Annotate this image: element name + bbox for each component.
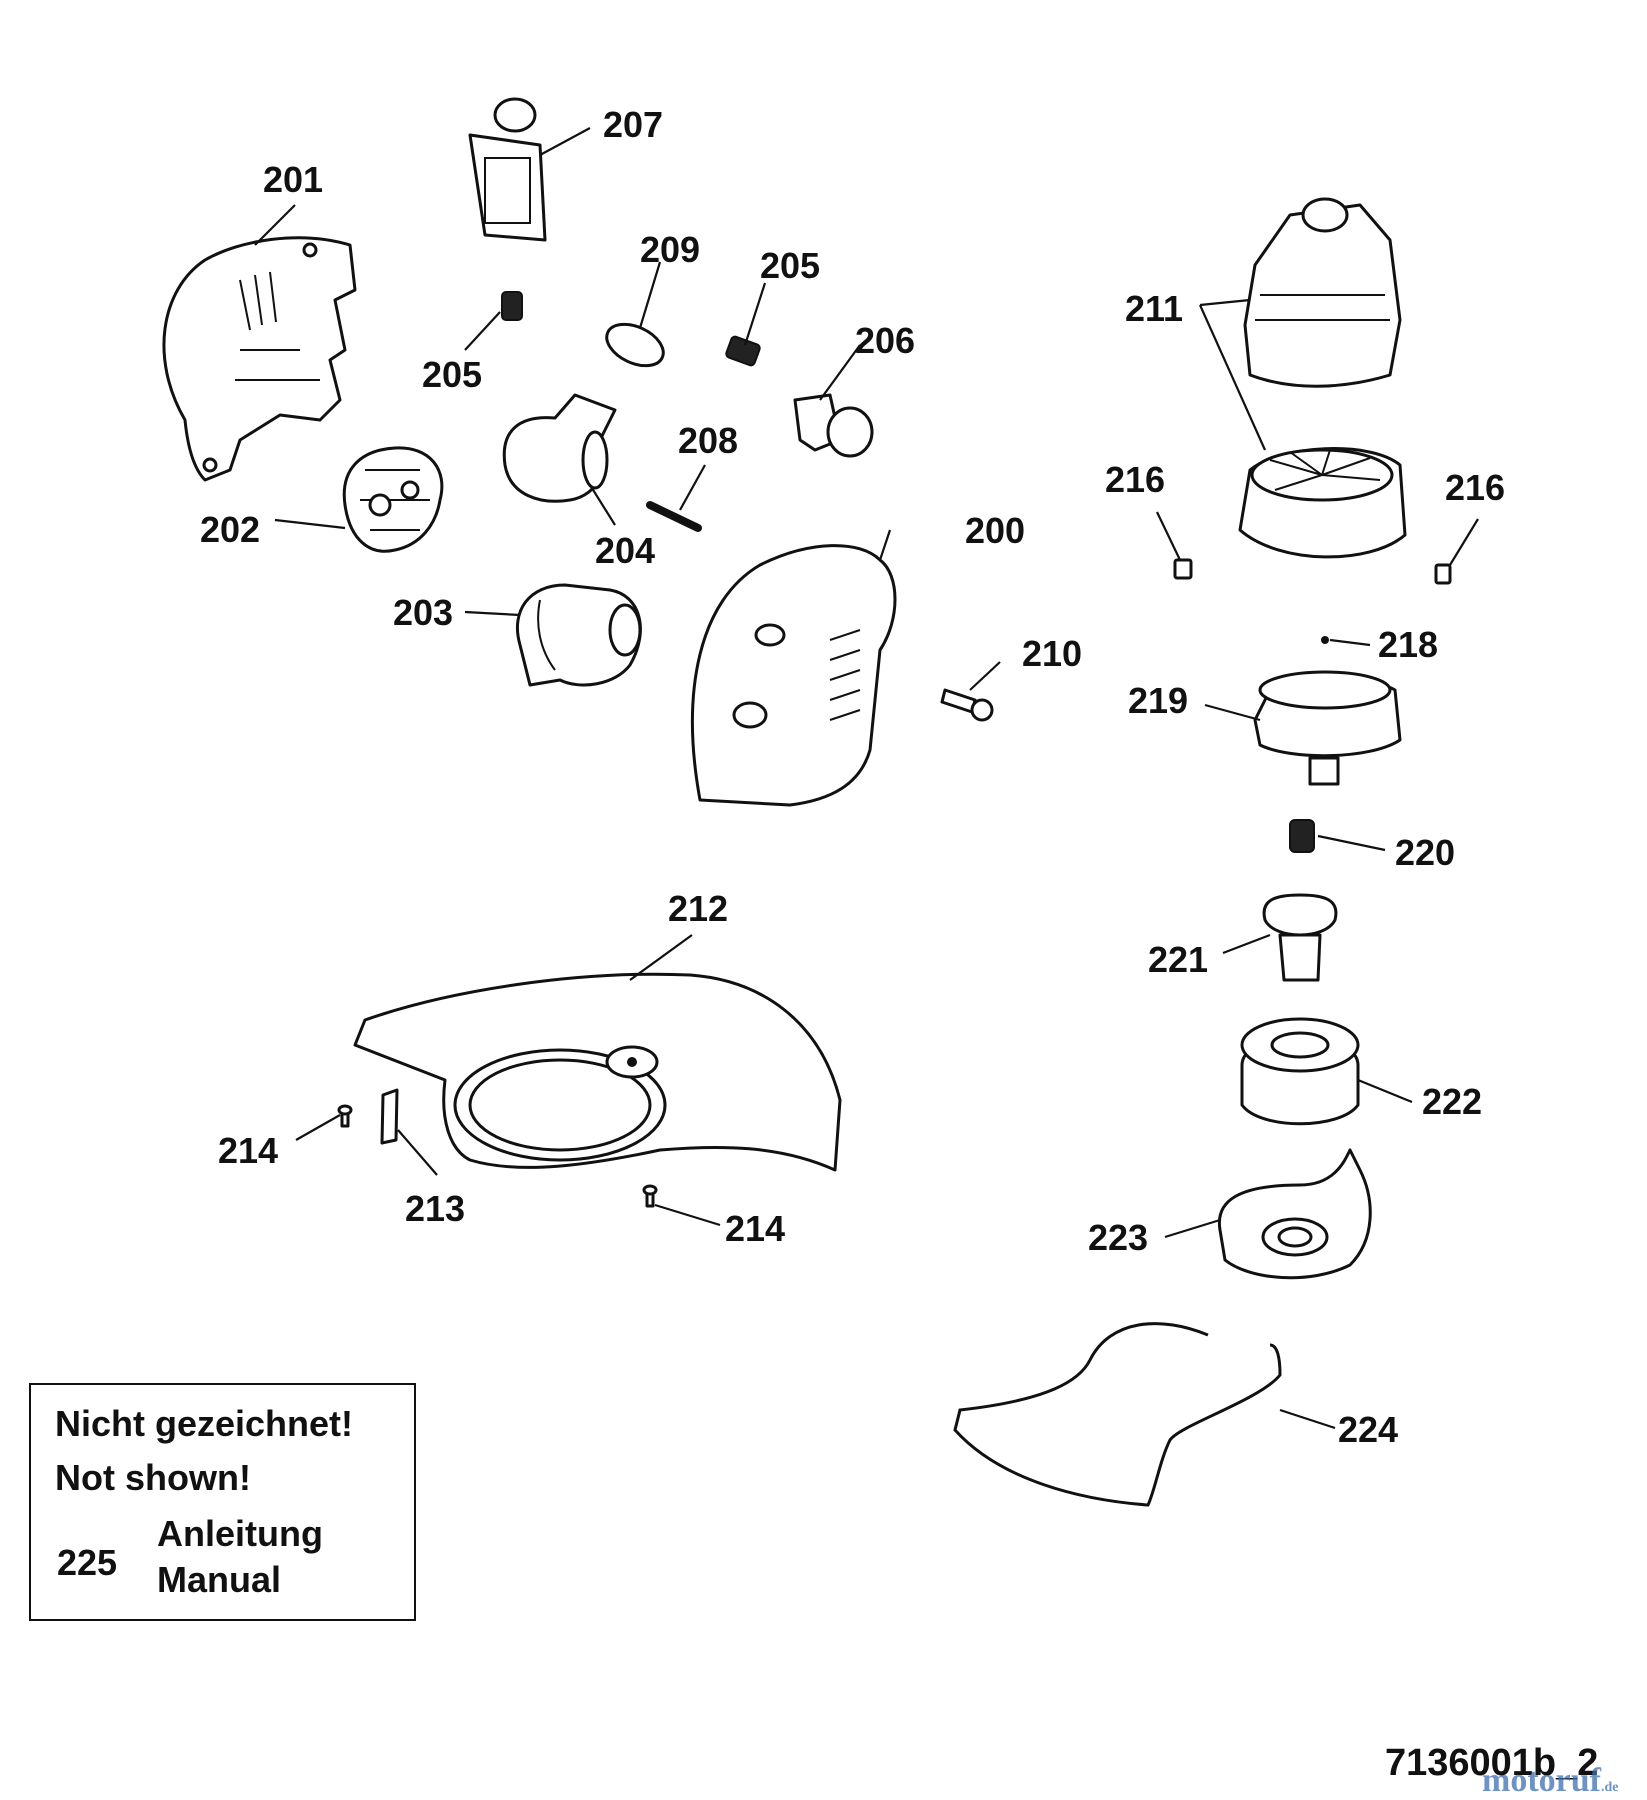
label-204: 204 (595, 530, 655, 571)
label-206: 206 (855, 320, 915, 361)
part-209-cap (605, 322, 665, 368)
label-213: 213 (405, 1188, 465, 1229)
label-200: 200 (965, 510, 1025, 551)
label-224: 224 (1338, 1409, 1398, 1450)
drawing-reference-code: 7136001b_2 (1385, 1742, 1599, 1784)
part-212-guard (353, 972, 842, 1172)
label-223: 223 (1088, 1217, 1148, 1258)
watermark-logo: motoruf.de (1482, 1762, 1618, 1800)
label-212: 212 (668, 888, 728, 929)
label-203: 203 (393, 592, 453, 633)
part-208-pin (646, 501, 702, 532)
part-218-ball (1321, 636, 1329, 644)
label-216-right: 216 (1445, 467, 1505, 508)
part-200-housing-front (691, 544, 897, 807)
label-211: 211 (1125, 288, 1183, 329)
leader-lines (254, 127, 1479, 1430)
part-202-clamp (342, 446, 444, 553)
part-205-spring-left (501, 291, 523, 321)
part-205-spring-right (725, 335, 761, 367)
label-205-right: 205 (760, 245, 820, 286)
part-201-housing-rear (162, 236, 357, 482)
label-207: 207 (603, 104, 663, 145)
label-210: 210 (1022, 633, 1082, 674)
part-207-switch-plate (468, 97, 547, 242)
part-216-clip-left (1173, 558, 1193, 580)
label-214-left: 214 (218, 1130, 278, 1171)
label-216-left: 216 (1105, 459, 1165, 500)
label-221: 221 (1148, 939, 1208, 980)
label-222: 222 (1422, 1081, 1482, 1122)
part-221-retainer (1262, 893, 1338, 982)
part-216-clip-right (1434, 563, 1452, 585)
note-item-number: 225 (57, 1542, 118, 1583)
part-220-spring (1289, 819, 1315, 853)
watermark-text: motoruf (1482, 1762, 1601, 1799)
part-223-spool-cover (1217, 1148, 1372, 1280)
label-201: 201 (263, 159, 323, 200)
note-item-de: Anleitung (157, 1513, 323, 1554)
part-219-spool-housing (1253, 670, 1402, 786)
label-208: 208 (678, 420, 738, 461)
part-206-button (793, 393, 874, 458)
part-214-screw-right (642, 1184, 658, 1208)
label-202: 202 (200, 509, 260, 550)
part-204-sleeve (502, 393, 617, 503)
note-heading-en: Not shown! (55, 1457, 251, 1498)
part-211-fan (1238, 447, 1407, 559)
part-210-screw (940, 688, 994, 722)
part-211-motor (1243, 197, 1402, 388)
part-213-label (380, 1088, 399, 1145)
label-220: 220 (1395, 832, 1455, 873)
note-item-en: Manual (157, 1559, 282, 1600)
label-214-right: 214 (725, 1208, 785, 1249)
label-209: 209 (640, 229, 700, 270)
label-218: 218 (1378, 624, 1438, 665)
part-number-labels: 200 201 202 203 204 205 205 206 207 208 … (200, 104, 1505, 1450)
part-203-connector (515, 583, 642, 687)
label-219: 219 (1128, 680, 1188, 721)
watermark-tld: .de (1600, 1780, 1619, 1795)
label-205-left: 205 (422, 354, 482, 395)
part-222-spool (1240, 1017, 1360, 1126)
part-214-screw-left (337, 1104, 353, 1128)
not-shown-note: Nicht gezeichnet! Not shown! 225 Anleitu… (29, 1383, 416, 1621)
part-224-wire-bracket (953, 1322, 1282, 1507)
note-heading-de: Nicht gezeichnet! (55, 1403, 354, 1444)
